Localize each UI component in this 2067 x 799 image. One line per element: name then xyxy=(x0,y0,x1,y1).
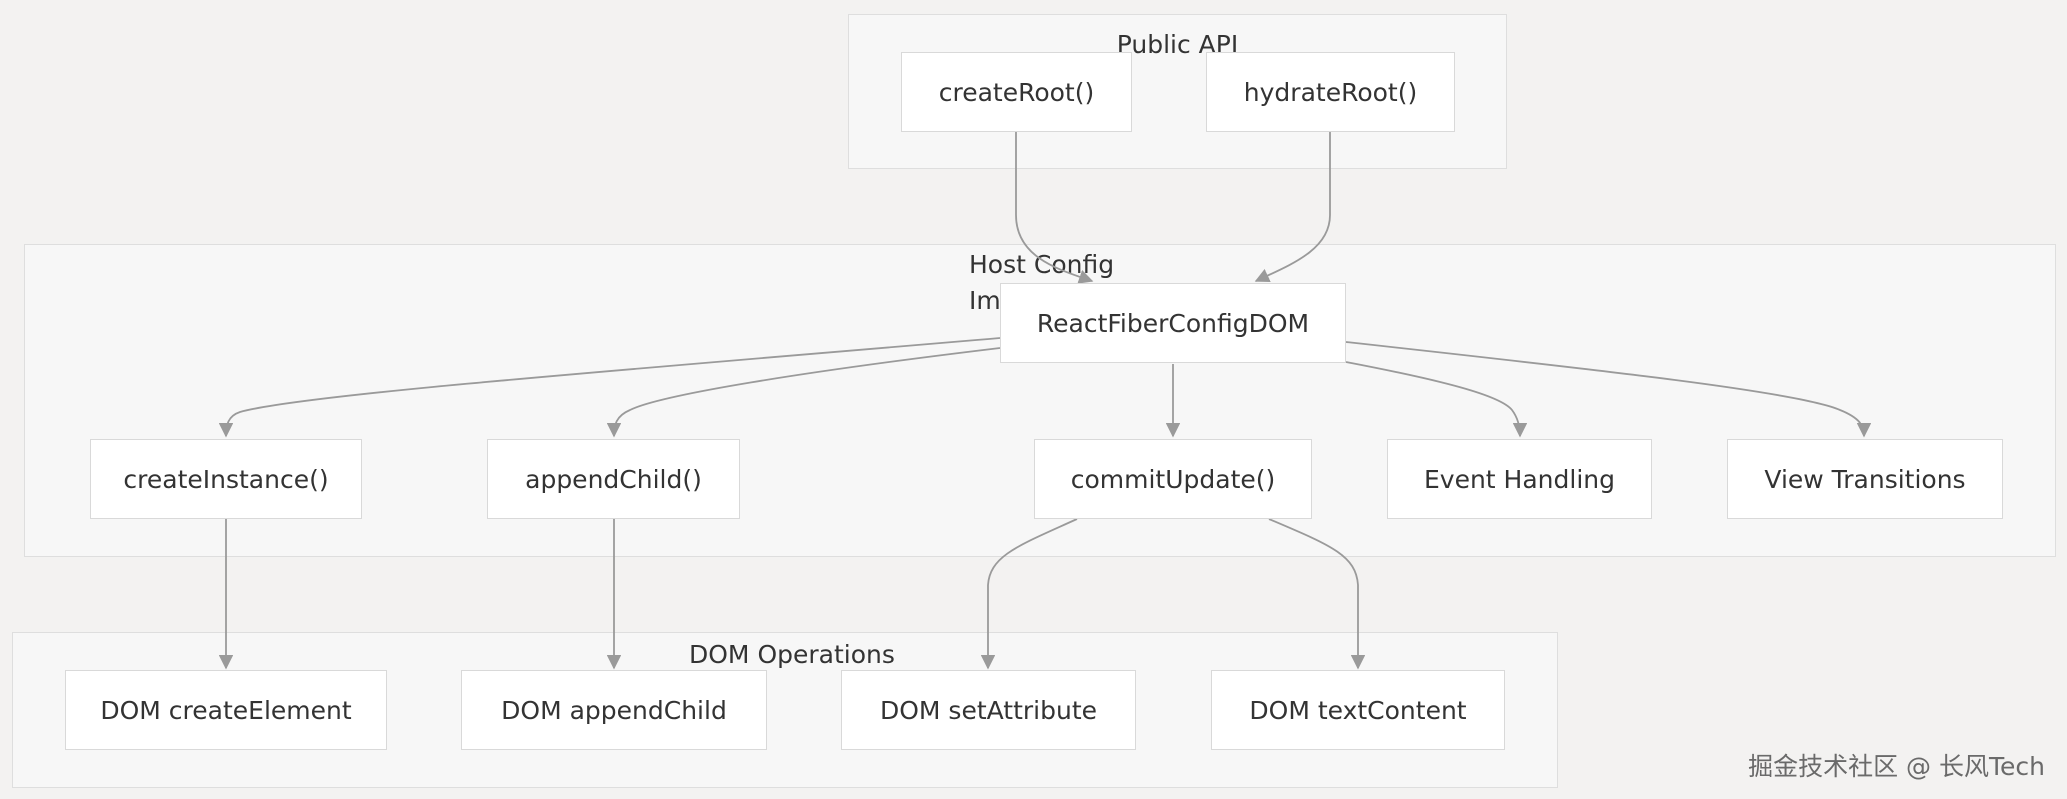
node-view-transitions[interactable]: View Transitions xyxy=(1727,439,2003,519)
node-hydrate-root[interactable]: hydrateRoot() xyxy=(1206,52,1455,132)
group-title-dom-operations: DOM Operations xyxy=(689,640,895,669)
node-dom-append-child[interactable]: DOM appendChild xyxy=(461,670,767,750)
node-dom-create-element[interactable]: DOM createElement xyxy=(65,670,387,750)
watermark: 掘金技术社区 @ 长风Tech xyxy=(1748,752,2045,781)
node-dom-set-attribute[interactable]: DOM setAttribute xyxy=(841,670,1136,750)
node-append-child[interactable]: appendChild() xyxy=(487,439,740,519)
node-event-handling[interactable]: Event Handling xyxy=(1387,439,1652,519)
node-create-root[interactable]: createRoot() xyxy=(901,52,1132,132)
node-dom-text-content[interactable]: DOM textContent xyxy=(1211,670,1505,750)
node-create-instance[interactable]: createInstance() xyxy=(90,439,362,519)
node-commit-update[interactable]: commitUpdate() xyxy=(1034,439,1312,519)
node-react-fiber-config-dom[interactable]: ReactFiberConfigDOM xyxy=(1000,283,1346,363)
